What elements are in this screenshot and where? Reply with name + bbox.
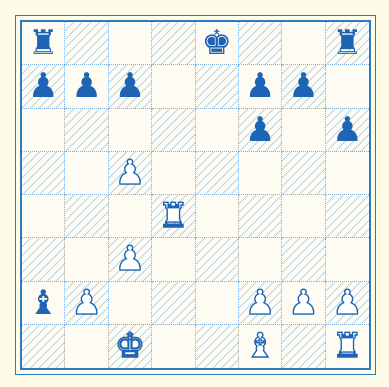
- black-rook-icon[interactable]: ♜: [28, 26, 58, 60]
- square-e2[interactable]: [196, 282, 239, 325]
- square-f2[interactable]: ♟: [239, 282, 282, 325]
- square-e4[interactable]: [196, 195, 239, 238]
- square-h5[interactable]: [326, 152, 369, 195]
- square-h1[interactable]: ♜: [326, 325, 369, 368]
- square-c3[interactable]: ♟: [109, 238, 152, 281]
- square-f8[interactable]: [239, 22, 282, 65]
- square-b2[interactable]: ♟: [65, 282, 108, 325]
- square-h2[interactable]: ♟: [326, 282, 369, 325]
- square-f6[interactable]: ♟: [239, 109, 282, 152]
- chess-board: ♜ ♚ ♜ ♟ ♟ ♟ ♟ ♟ ♟ ♟ ♟ ♜ ♟ ♝ ♟ ♟ ♟ ♟ ♚ ♝ ♜: [22, 22, 369, 368]
- white-pawn-icon[interactable]: ♟: [115, 156, 145, 190]
- square-g2[interactable]: ♟: [282, 282, 325, 325]
- black-pawn-icon[interactable]: ♟: [332, 113, 362, 147]
- square-c6[interactable]: [109, 109, 152, 152]
- square-d8[interactable]: [152, 22, 195, 65]
- square-c8[interactable]: [109, 22, 152, 65]
- square-h8[interactable]: ♜: [326, 22, 369, 65]
- square-g5[interactable]: [282, 152, 325, 195]
- square-b3[interactable]: [65, 238, 108, 281]
- square-a6[interactable]: [22, 109, 65, 152]
- square-e1[interactable]: [196, 325, 239, 368]
- square-f7[interactable]: ♟: [239, 65, 282, 108]
- square-c1[interactable]: ♚: [109, 325, 152, 368]
- square-e7[interactable]: [196, 65, 239, 108]
- white-rook-icon[interactable]: ♜: [332, 329, 362, 363]
- square-e6[interactable]: [196, 109, 239, 152]
- square-e3[interactable]: [196, 238, 239, 281]
- square-a2[interactable]: ♝: [22, 282, 65, 325]
- square-f4[interactable]: [239, 195, 282, 238]
- square-g1[interactable]: [282, 325, 325, 368]
- white-pawn-icon[interactable]: ♟: [71, 286, 101, 320]
- square-b8[interactable]: [65, 22, 108, 65]
- white-king-icon[interactable]: ♚: [115, 329, 145, 363]
- square-b5[interactable]: [65, 152, 108, 195]
- black-pawn-icon[interactable]: ♟: [245, 69, 275, 103]
- white-pawn-icon[interactable]: ♟: [288, 286, 318, 320]
- square-b4[interactable]: [65, 195, 108, 238]
- square-g3[interactable]: [282, 238, 325, 281]
- black-rook-icon[interactable]: ♜: [332, 26, 362, 60]
- square-f1[interactable]: ♝: [239, 325, 282, 368]
- square-b1[interactable]: [65, 325, 108, 368]
- square-c2[interactable]: [109, 282, 152, 325]
- square-a5[interactable]: [22, 152, 65, 195]
- square-b6[interactable]: [65, 109, 108, 152]
- square-g7[interactable]: ♟: [282, 65, 325, 108]
- chess-board-frame: ♜ ♚ ♜ ♟ ♟ ♟ ♟ ♟ ♟ ♟ ♟ ♜ ♟ ♝ ♟ ♟ ♟ ♟ ♚ ♝ ♜: [20, 20, 371, 370]
- square-h7[interactable]: [326, 65, 369, 108]
- square-d6[interactable]: [152, 109, 195, 152]
- black-pawn-icon[interactable]: ♟: [71, 69, 101, 103]
- square-d2[interactable]: [152, 282, 195, 325]
- white-pawn-icon[interactable]: ♟: [245, 286, 275, 320]
- square-d4[interactable]: ♜: [152, 195, 195, 238]
- white-pawn-icon[interactable]: ♟: [115, 242, 145, 276]
- square-g8[interactable]: [282, 22, 325, 65]
- square-e8[interactable]: ♚: [196, 22, 239, 65]
- black-bishop-icon[interactable]: ♝: [28, 286, 58, 320]
- square-g4[interactable]: [282, 195, 325, 238]
- black-king-icon[interactable]: ♚: [201, 26, 231, 60]
- square-e5[interactable]: [196, 152, 239, 195]
- white-rook-icon[interactable]: ♜: [158, 199, 188, 233]
- square-a7[interactable]: ♟: [22, 65, 65, 108]
- black-pawn-icon[interactable]: ♟: [28, 69, 58, 103]
- square-b7[interactable]: ♟: [65, 65, 108, 108]
- square-d3[interactable]: [152, 238, 195, 281]
- square-a3[interactable]: [22, 238, 65, 281]
- square-c7[interactable]: ♟: [109, 65, 152, 108]
- black-pawn-icon[interactable]: ♟: [115, 69, 145, 103]
- square-h6[interactable]: ♟: [326, 109, 369, 152]
- square-a1[interactable]: [22, 325, 65, 368]
- square-d7[interactable]: [152, 65, 195, 108]
- square-a8[interactable]: ♜: [22, 22, 65, 65]
- white-pawn-icon[interactable]: ♟: [332, 286, 362, 320]
- square-f5[interactable]: [239, 152, 282, 195]
- square-c5[interactable]: ♟: [109, 152, 152, 195]
- black-pawn-icon[interactable]: ♟: [288, 69, 318, 103]
- square-h3[interactable]: [326, 238, 369, 281]
- white-bishop-icon[interactable]: ♝: [245, 329, 275, 363]
- square-d1[interactable]: [152, 325, 195, 368]
- square-h4[interactable]: [326, 195, 369, 238]
- square-a4[interactable]: [22, 195, 65, 238]
- square-f3[interactable]: [239, 238, 282, 281]
- square-g6[interactable]: [282, 109, 325, 152]
- black-pawn-icon[interactable]: ♟: [245, 113, 275, 147]
- square-c4[interactable]: [109, 195, 152, 238]
- square-d5[interactable]: [152, 152, 195, 195]
